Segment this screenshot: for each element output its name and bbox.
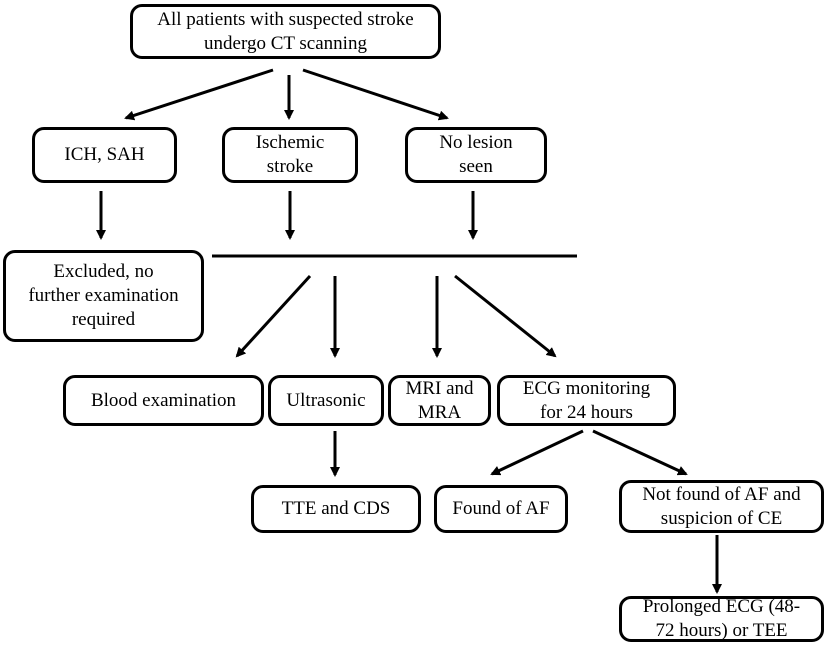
node-prolonged-ecg-line-2: 72 hours) or TEE xyxy=(655,620,788,641)
node-no-lesion-line-2: seen xyxy=(459,156,493,177)
node-ultrasonic: Ultrasonic xyxy=(268,375,384,426)
node-no-lesion: No lesion seen xyxy=(405,127,547,183)
node-found-af: Found of AF xyxy=(434,485,568,533)
node-blood-examination: Blood examination xyxy=(63,375,264,426)
node-ultrasonic-line-1: Ultrasonic xyxy=(286,389,366,411)
node-not-found-af-line-1: Not found of AF and xyxy=(642,483,801,505)
node-blood-examination-line-1: Blood examination xyxy=(90,389,237,411)
arrow-start-to-ich xyxy=(124,68,274,121)
arrow-ecg-to-not-found xyxy=(592,429,688,476)
node-start-line-2: undergo CT scanning xyxy=(204,32,367,54)
node-excluded: Excluded, no further examination require… xyxy=(3,250,204,342)
node-ich-sah: ICH, SAH xyxy=(32,127,177,183)
arrow-bar-to-blood xyxy=(235,274,312,358)
node-start: All patients with suspected stroke under… xyxy=(130,4,441,59)
arrow-bar-to-ecg xyxy=(454,274,557,358)
node-not-found-af: Not found of AF and suspicion of CE xyxy=(619,480,824,533)
arrow-ecg-to-found-af xyxy=(490,429,584,476)
node-excluded-line-2: further examination xyxy=(28,285,179,307)
node-ich-sah-line-1: ICH, SAH xyxy=(64,144,145,166)
node-start-line-1: All patients with suspected stroke xyxy=(157,8,414,30)
node-tte-cds-line-1: TTE and CDS xyxy=(281,498,391,520)
node-excluded-line-1: Excluded, no xyxy=(53,261,154,283)
node-ischemic-stroke-line-1: Ischemic xyxy=(255,132,325,154)
node-found-af-line-1: Found of AF xyxy=(452,498,550,520)
node-ecg-monitoring-line-1: ECG monitoring xyxy=(522,377,651,399)
node-ecg-monitoring-line-2: for 24 hours xyxy=(540,401,633,423)
arrow-start-to-no-lesion xyxy=(302,68,449,121)
node-mri-mra-line-2: MRA xyxy=(417,401,462,423)
node-prolonged-ecg: Prolonged ECG (48- 72 hours) or TEE xyxy=(619,596,824,642)
node-tte-cds: TTE and CDS xyxy=(251,485,421,533)
node-prolonged-ecg-line-1: Prolonged ECG (48- xyxy=(642,596,801,618)
node-no-lesion-line-1: No lesion xyxy=(439,132,513,154)
node-ecg-monitoring: ECG monitoring for 24 hours xyxy=(497,375,676,426)
node-ischemic-stroke: Ischemic stroke xyxy=(222,127,358,183)
node-mri-mra: MRI and MRA xyxy=(388,375,491,426)
node-mri-mra-line-1: MRI and xyxy=(405,377,474,399)
node-not-found-af-line-2: suspicion of CE xyxy=(660,507,783,529)
node-excluded-line-3: required xyxy=(71,308,136,330)
node-ischemic-stroke-line-2: stroke xyxy=(266,156,314,177)
